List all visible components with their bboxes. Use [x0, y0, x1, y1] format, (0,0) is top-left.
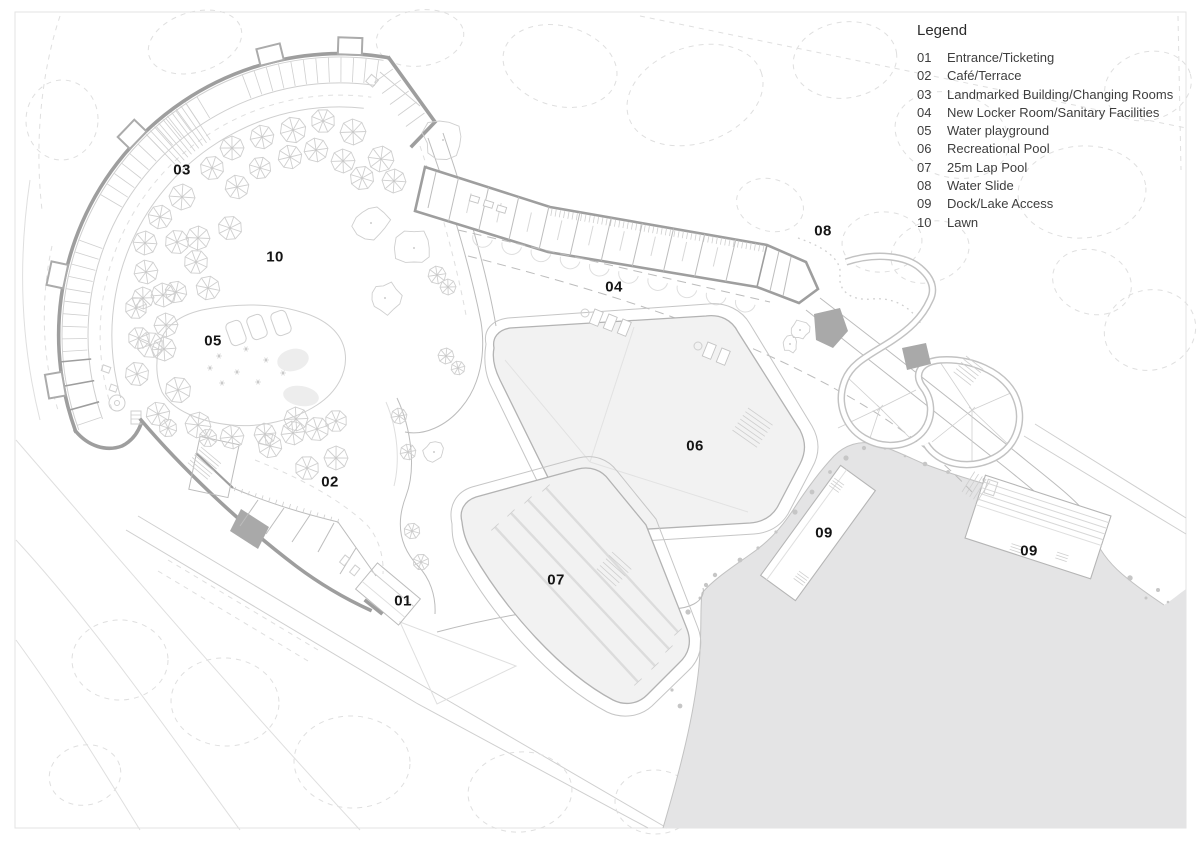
plan-label-07: 07: [547, 571, 565, 589]
changing-stalls: [62, 57, 379, 426]
legend-item-number: 05: [917, 123, 932, 139]
plan-label-06: 06: [686, 437, 704, 455]
legend-item-label: Landmarked Building/Changing Rooms: [947, 86, 1174, 102]
legend-item-number: 02: [917, 68, 932, 84]
plan-label-02: 02: [321, 473, 339, 491]
entrance-canopy: [354, 562, 422, 626]
legend-item-number: 08: [917, 178, 932, 194]
legend-title: Legend: [917, 22, 968, 39]
locker-building: [413, 165, 820, 313]
walkways: [385, 132, 1187, 705]
sheet-frame: [14, 11, 1187, 829]
gangway-hatch: [961, 471, 991, 502]
legend-item: 03 Landmarked Building/Changing Rooms: [917, 88, 1183, 101]
legend-item: 08 Water Slide: [917, 179, 1183, 192]
slide-stairs: [953, 355, 984, 386]
trees: [125, 109, 811, 570]
plan-label-10: 10: [266, 248, 284, 266]
plan-label-08: 08: [814, 222, 832, 240]
swim-lanes: [491, 484, 682, 686]
legend-item: 01 Entrance/Ticketing: [917, 51, 1183, 64]
lawn-area: [99, 94, 372, 410]
legend-item-label: Dock/Lake Access: [947, 196, 1054, 212]
background-landscape: [15, 9, 1197, 835]
ramp-hatch: [59, 102, 211, 412]
legend-item-label: Café/Terrace: [947, 68, 1022, 84]
legend-item-label: Lawn: [947, 214, 979, 230]
cafe-stair-hatch: [187, 446, 222, 480]
sprinkler-symbols: [207, 346, 286, 386]
dock-right: [964, 474, 1112, 580]
lap-pool: [450, 456, 702, 717]
legend-item-number: 09: [917, 196, 932, 212]
dock-left: [759, 464, 877, 602]
canopy-scallops: [472, 235, 756, 313]
legend-item-label: Recreational Pool: [947, 141, 1050, 157]
legend-item: 05 Water playground: [917, 124, 1183, 137]
cafe-terrace-building: [138, 417, 422, 626]
legend-item-label: Water playground: [947, 123, 1050, 139]
legend-item-number: 04: [917, 104, 932, 120]
glass-facade-mullions: [233, 486, 340, 524]
legend-item: 04 New Locker Room/Sanitary Facilities: [917, 106, 1183, 119]
legend: Legend 01 Entrance/Ticketing 02 Café/Terrac…: [917, 22, 1183, 234]
pool-stairs: [596, 551, 632, 587]
roof-comb: [550, 208, 765, 252]
water-slide: [797, 237, 1024, 469]
legend-item: 02 Café/Terrace: [917, 69, 1183, 82]
slide-platform: [902, 343, 931, 370]
legend-item: 09 Dock/Lake Access: [917, 197, 1183, 210]
locker-building-outline: [413, 165, 820, 305]
kitchen-rooms: [100, 364, 142, 425]
ne-stalls: [373, 68, 425, 127]
legend-item: 06 Recreational Pool: [917, 142, 1183, 155]
pool-stairs: [732, 407, 773, 448]
cafe-sw-wall: [138, 417, 373, 613]
arc-outer-wall: [56, 51, 389, 434]
landmarked-building: [43, 36, 438, 451]
plan-label-04: 04: [605, 278, 623, 296]
lap-pool-water: [460, 467, 690, 705]
legend-item: 07 25m Lap Pool: [917, 161, 1183, 174]
legend-item-number: 03: [917, 86, 932, 102]
legend-item-number: 10: [917, 214, 932, 230]
legend-item-label: 25m Lap Pool: [947, 159, 1028, 175]
plan-label-03: 03: [173, 161, 191, 179]
legend-item-label: Water Slide: [947, 178, 1014, 194]
wall-annex-boxes: [43, 36, 364, 400]
slide-tower: [814, 308, 848, 348]
plan-label-05: 05: [204, 332, 222, 350]
plan-label-01: 01: [394, 592, 412, 610]
legend-item-number: 06: [917, 141, 932, 157]
legend-item: 10 Lawn: [917, 216, 1183, 229]
legend-item-label: Entrance/Ticketing: [947, 50, 1055, 65]
legend-item-number: 01: [917, 50, 932, 65]
legend-item-number: 07: [917, 159, 932, 175]
legend-items: 01 Entrance/Ticketing 02 Café/Terrace 03 Land…: [917, 51, 1183, 229]
plan-label-09: 09: [815, 524, 833, 542]
legend-item-label: New Locker Room/Sanitary Facilities: [947, 104, 1160, 120]
docks: [759, 464, 1112, 602]
plan-label-09: 09: [1020, 542, 1038, 560]
water-playground: [156, 304, 346, 427]
cafe-stair-block: [230, 509, 269, 549]
